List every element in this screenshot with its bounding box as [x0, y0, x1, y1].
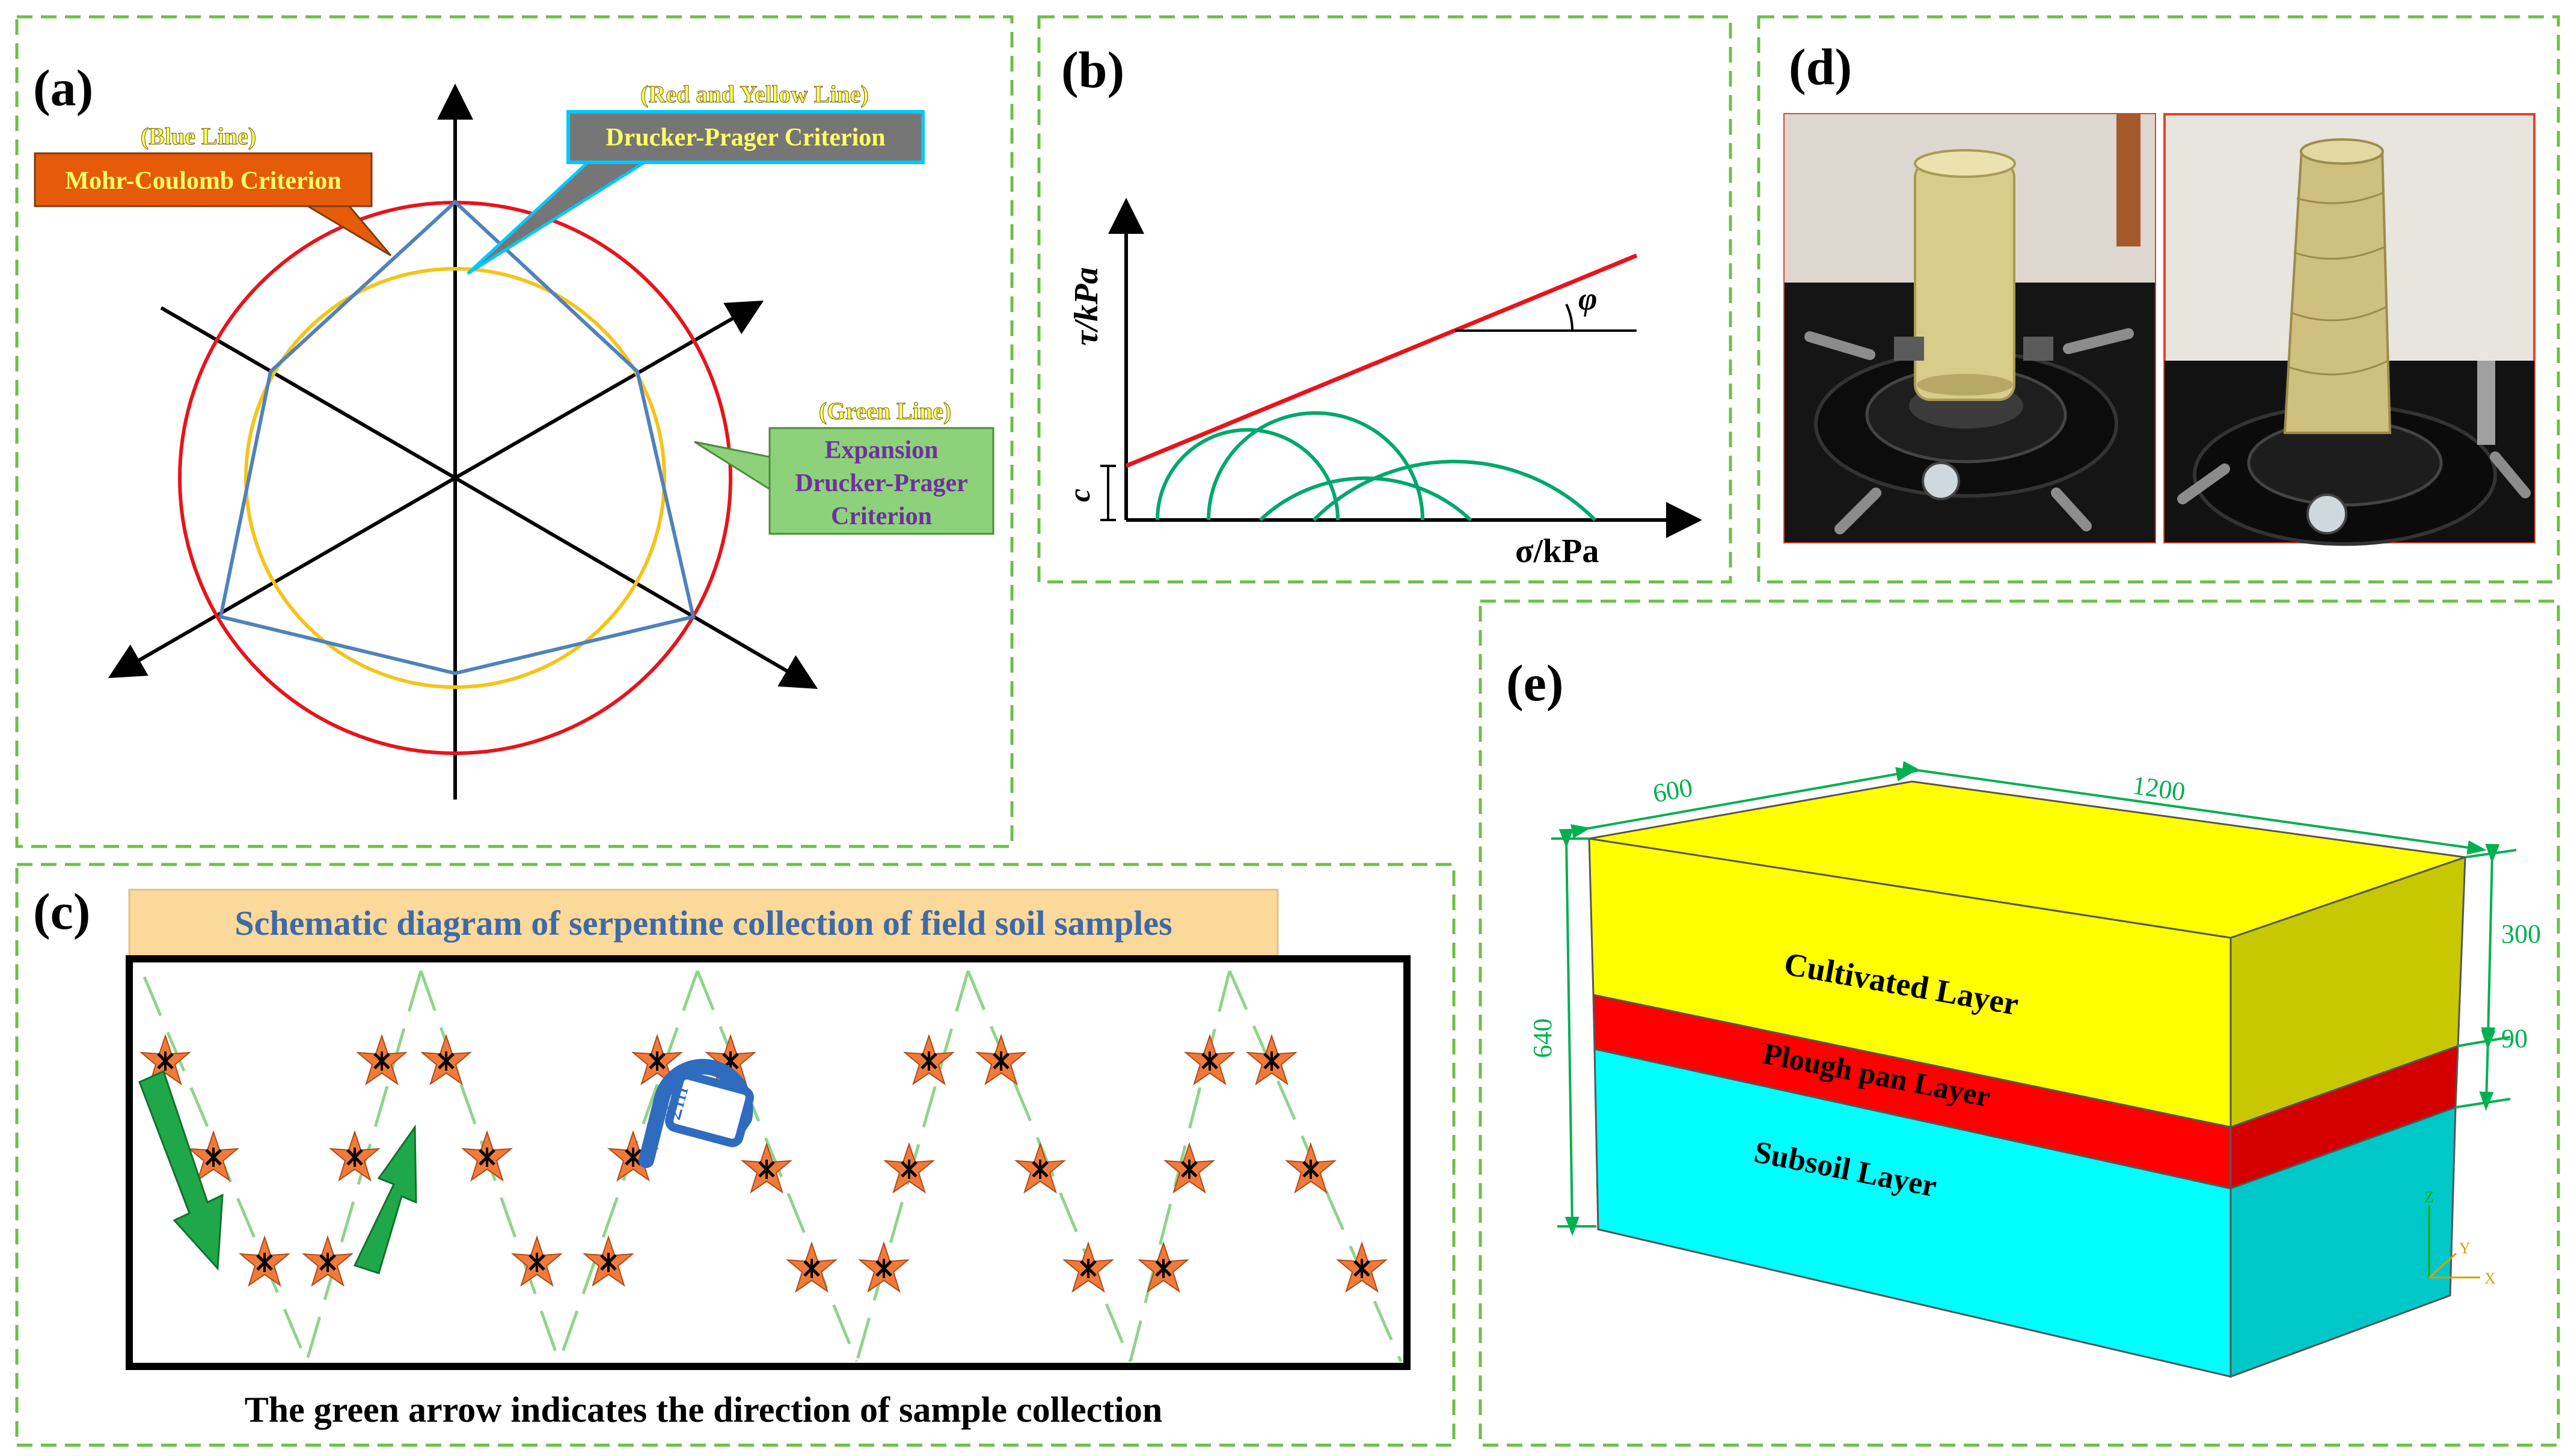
panel-a-border [15, 15, 1014, 848]
mohr-circle-2 [1207, 411, 1424, 521]
expansion-dp-line-3: Criterion [831, 503, 932, 530]
star-marker-icon [1064, 1243, 1112, 1291]
axis-z-label: Z [2424, 1188, 2434, 1206]
star-marker-icon [331, 1132, 379, 1180]
dim-cultivated-line [2481, 843, 2500, 1047]
dim-height-label: 640 [1528, 1018, 1557, 1058]
dim-plough-pan-line [2479, 1030, 2496, 1111]
subsoil-layer-side [2229, 1106, 2457, 1378]
dim-length-label: 1200 [2131, 770, 2187, 807]
expansion-dp-callout: (Green Line) Expansion Drucker-Prager Cr… [694, 397, 994, 535]
failure-envelope [1125, 253, 1638, 468]
panel-c-title-bar [128, 889, 1279, 957]
panel-c-caption: The green arrow indicates the direction … [245, 1390, 1162, 1430]
star-marker-icon [1287, 1144, 1335, 1192]
mohr-circle-4 [1312, 459, 1597, 522]
panel-a: (a) (Blue Line) Mohr-Coulomb Criterion (… [33, 59, 994, 800]
friction-angle-label: φ [1578, 281, 1598, 317]
star-marker-icon [463, 1132, 511, 1180]
friction-angle-arc [1565, 304, 1574, 331]
star-marker-icon [241, 1237, 289, 1285]
panel-c: (c) Schematic diagram of serpentine coll… [33, 882, 1411, 1430]
panel-borders [15, 15, 2560, 1447]
star-marker-icon [885, 1144, 933, 1192]
arrow-up-icon [353, 1124, 417, 1274]
drucker-prager-text: Drucker-Prager Criterion [605, 124, 885, 151]
panel-e-label: (e) [1506, 654, 1563, 712]
star-marker-icon [1016, 1144, 1064, 1192]
panel-d: (d) [1783, 38, 2536, 546]
mohr-circle-1 [1156, 428, 1340, 521]
star-marker-icon [977, 1036, 1025, 1084]
arrow-down-icon [138, 1069, 224, 1271]
axis-x-label: X [2484, 1270, 2496, 1287]
scale-tape-icon: 2m [639, 1059, 754, 1168]
field-boundary [126, 955, 1411, 1370]
panel-c-label: (c) [33, 882, 90, 940]
star-marker-icon [1248, 1036, 1296, 1084]
panel-b-label: (b) [1061, 41, 1124, 99]
dimension-lines [1551, 760, 2517, 1236]
expansion-drucker-prager-circle [244, 267, 666, 689]
deviatoric-plane-axes [108, 84, 818, 800]
star-marker-icon [1139, 1243, 1187, 1291]
expansion-dp-line-2: Drucker-Prager [795, 470, 968, 497]
axis-right-up [454, 301, 764, 480]
axis-triad-icon: Z Y X [2424, 1188, 2496, 1287]
soil-sample-after-photo [2163, 113, 2536, 546]
star-marker-icon [860, 1243, 908, 1291]
callout-box [34, 152, 373, 207]
dim-width-line [1570, 766, 1916, 839]
panel-d-border [1757, 15, 2560, 584]
drucker-prager-callout: (Red and Yellow Line) Drucker-Prager Cri… [467, 81, 925, 275]
star-marker-icon [584, 1237, 633, 1285]
tau-axis-label: τ/kPa [1068, 267, 1105, 346]
panel-e: (e) Cultivated Layer Plough pan Layer Su… [1506, 654, 2541, 1378]
star-marker-icon [304, 1237, 352, 1285]
star-marker-icon [422, 1036, 470, 1084]
star-marker-icon [1338, 1243, 1386, 1291]
panel-d-label: (d) [1789, 38, 1852, 96]
dim-plough-pan-label: 90 [2501, 1024, 2528, 1053]
expansion-dp-line-1: Expansion [824, 436, 938, 464]
drucker-prager-tag: (Red and Yellow Line) [640, 81, 869, 108]
dim-length-line [1901, 760, 2487, 855]
soil-sample-before-photo [1783, 113, 2156, 543]
star-marker-icon [905, 1036, 953, 1084]
callout-box [768, 427, 994, 535]
star-marker-icon [1186, 1036, 1234, 1084]
star-marker-icon [788, 1243, 836, 1291]
star-marker-icon [1165, 1144, 1213, 1192]
callout-pointer [694, 441, 777, 495]
mohr-coulomb-text: Mohr-Coulomb Criterion [65, 167, 341, 195]
star-marker-icon [513, 1237, 561, 1285]
mohr-coulomb-hexagon [218, 199, 696, 676]
mohr-coulomb-tag: (Blue Line) [141, 123, 256, 150]
panel-a-label: (a) [33, 59, 93, 117]
panel-c-title: Schematic diagram of serpentine collecti… [234, 904, 1172, 943]
star-marker-icon [743, 1144, 791, 1192]
panel-e-border [1479, 599, 2560, 1447]
dim-cultivated-label: 300 [2501, 919, 2541, 949]
mohr-circles [1156, 411, 1597, 522]
callout-box [566, 110, 925, 164]
sigma-axis-label: σ/kPa [1515, 533, 1599, 570]
axis-left-up [160, 306, 456, 480]
dim-width-label: 600 [1650, 772, 1695, 809]
dim-height-line [1558, 828, 1580, 1236]
cohesion-label: c [1062, 489, 1096, 502]
mohr-coulomb-callout: (Blue Line) Mohr-Coulomb Criterion [34, 123, 392, 257]
panel-b-border [1037, 15, 1732, 584]
sample-points [141, 1036, 1386, 1291]
mohr-circle-3 [1258, 476, 1472, 522]
panel-b: (b) τ/kPa σ/kPa φ c [1061, 41, 1702, 570]
expansion-dp-tag: (Green Line) [819, 397, 951, 424]
axis-y-label: Y [2459, 1240, 2471, 1257]
axis-left-down [108, 476, 456, 678]
